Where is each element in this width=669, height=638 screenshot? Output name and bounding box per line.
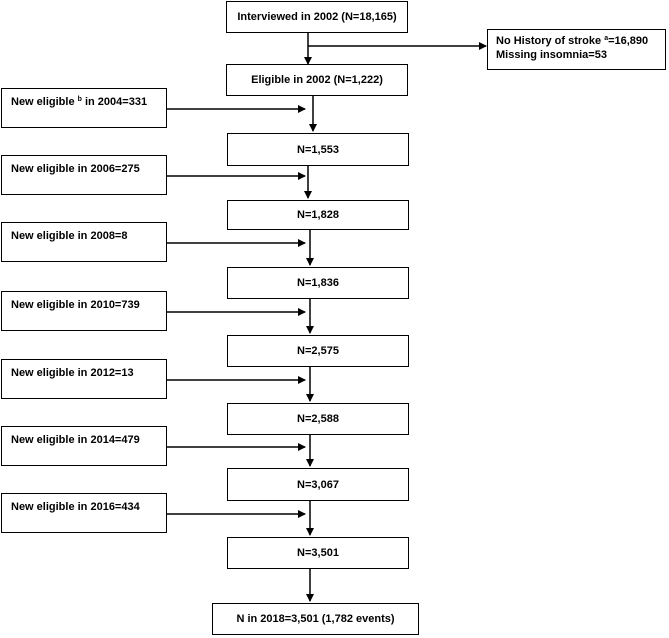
final-2018-label: N in 2018=3,501 (1,782 events) [236, 613, 395, 625]
new-eligible-2010-box: New eligible in 2010=739 [1, 291, 167, 331]
total-box-3: N=1,836 [227, 267, 409, 299]
exclusion-line-1: No History of stroke a=16,890 [496, 35, 649, 47]
total-box-4: N=2,575 [227, 335, 409, 367]
interviewed-2002-box: Interviewed in 2002 (N=18,165) [226, 1, 408, 33]
total-box-7: N=3,501 [227, 537, 409, 569]
new-eligible-2006-box: New eligible in 2006=275 [1, 155, 167, 195]
exclusion-box: No History of stroke a=16,890 Missing in… [487, 29, 666, 70]
eligible-2002-label: Eligible in 2002 (N=1,222) [251, 74, 383, 86]
total-box-5: N=2,588 [227, 403, 409, 435]
new-eligible-2014-box: New eligible in 2014=479 [1, 426, 167, 466]
new-eligible-2008-box: New eligible in 2008=8 [1, 222, 167, 262]
new-eligible-2004-box: New eligible b in 2004=331 [1, 88, 167, 128]
total-box-1: N=1,553 [227, 133, 409, 166]
interviewed-2002-label: Interviewed in 2002 (N=18,165) [237, 11, 397, 23]
new-eligible-2012-box: New eligible in 2012=13 [1, 359, 167, 399]
total-box-6: N=3,067 [227, 468, 409, 501]
eligible-2002-box: Eligible in 2002 (N=1,222) [226, 64, 408, 96]
exclusion-line-2: Missing insomnia=53 [496, 49, 607, 61]
final-2018-box: N in 2018=3,501 (1,782 events) [212, 603, 419, 635]
new-eligible-2016-box: New eligible in 2016=434 [1, 493, 167, 533]
total-box-2: N=1,828 [227, 200, 409, 230]
